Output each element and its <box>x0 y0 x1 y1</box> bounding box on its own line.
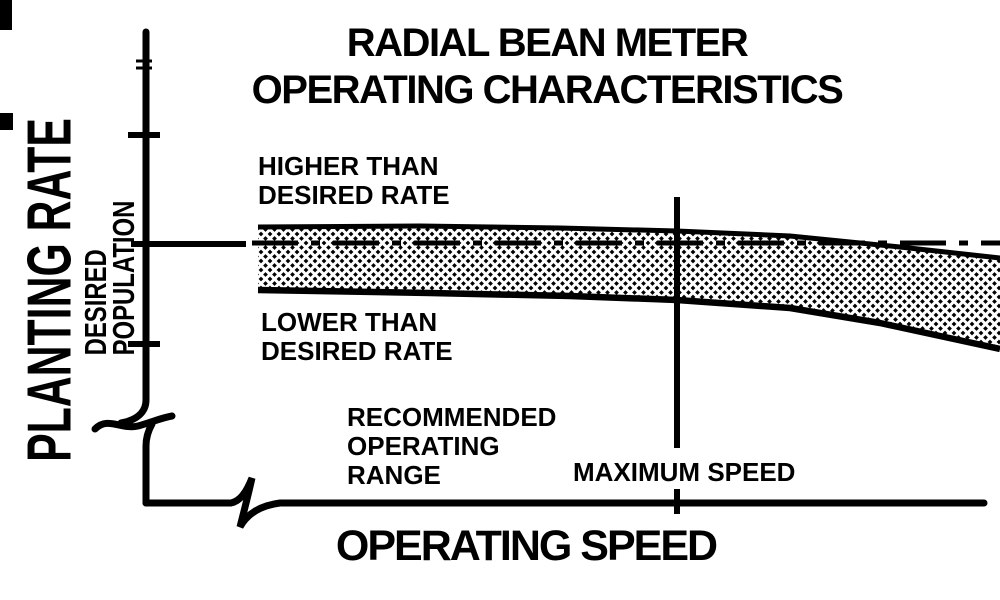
band-label-line2: OPERATING <box>347 431 500 461</box>
region-label-lower-line2: DESIRED RATE <box>261 336 453 366</box>
y-axis-label: PLANTING RATE <box>15 118 85 462</box>
desired-population-label: DESIRED POPULATION <box>78 200 141 356</box>
operating-band-fill <box>258 226 1000 349</box>
region-label-higher: HIGHER THAN DESIRED RATE <box>258 152 450 210</box>
page-title-line2: OPERATING CHARACTERISTICS <box>251 68 844 112</box>
page-title: RADIAL BEAN METER OPERATING CHARACTERIST… <box>147 20 947 114</box>
x-axis-label: OPERATING SPEED <box>335 522 718 570</box>
region-label-lower-line1: LOWER THAN <box>261 307 438 337</box>
max-speed-label: MAXIMUM SPEED <box>573 457 796 487</box>
band-label-line3: RANGE <box>347 460 441 490</box>
region-label-lower: LOWER THAN DESIRED RATE <box>261 308 453 366</box>
band-label-recommended: RECOMMENDED OPERATING RANGE <box>347 403 556 490</box>
y-axis <box>91 28 176 507</box>
page-title-line1: RADIAL BEAN METER <box>346 21 749 65</box>
region-label-higher-line2: DESIRED RATE <box>258 180 450 210</box>
desired-population-line2: POPULATION <box>106 200 141 356</box>
region-label-higher-line1: HIGHER THAN <box>258 151 439 181</box>
band-label-line1: RECOMMENDED <box>347 402 557 432</box>
x-axis <box>142 476 988 529</box>
scan-artifact <box>0 0 12 30</box>
band-lower-edge <box>257 286 1000 353</box>
scan-artifact <box>0 113 13 130</box>
